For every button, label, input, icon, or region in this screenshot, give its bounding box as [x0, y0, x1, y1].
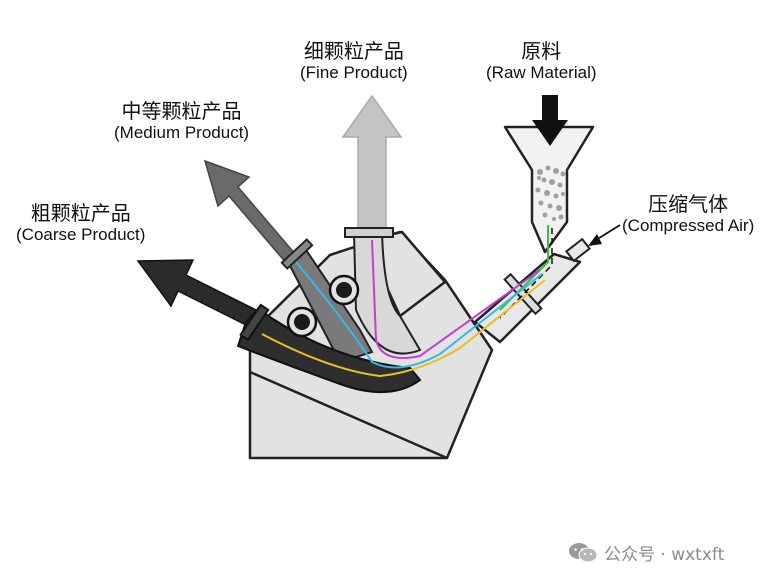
fine-stream — [371, 239, 541, 359]
compressed-air-label-zh: 压缩气体 — [648, 192, 729, 216]
medium-outlet-flange — [280, 238, 314, 270]
watermark-text: 公众号 · wxtxft — [604, 545, 725, 565]
compressed-air-arrowhead — [588, 234, 602, 246]
raw-material-arrow — [532, 95, 568, 146]
coarse-product-arrow — [136, 259, 260, 329]
compressed-air-label: 压缩气体 (Compressed Air) — [622, 193, 754, 236]
body-inner-edge — [249, 370, 448, 460]
coarse-product-label-en: (Coarse Product) — [16, 225, 146, 244]
fine-outlet-flange — [344, 227, 394, 238]
feed-hopper — [503, 125, 595, 254]
fine-product-label: 细颗粒产品 (Fine Product) — [300, 40, 408, 83]
raw-material-label-zh: 原料 — [521, 39, 562, 63]
medium-stream — [295, 261, 543, 369]
fine-outlet-pipe — [352, 231, 422, 355]
medium-product-label-en: (Medium Product) — [114, 123, 250, 142]
adjust-knob-upper-core — [336, 282, 352, 298]
wechat-icon — [569, 542, 598, 562]
air-nozzle — [565, 237, 591, 263]
raw-material-label-en: (Raw Material) — [486, 63, 597, 82]
coarse-product-label: 粗颗粒产品 (Coarse Product) — [16, 202, 145, 245]
medium-product-label: 中等颗粒产品 (Medium Product) — [114, 100, 249, 143]
medium-product-arrow — [203, 159, 298, 266]
watermark: 公众号 · wxtxft — [568, 540, 724, 565]
fine-product-arrow — [341, 94, 403, 233]
adjust-knob-lower-core — [294, 314, 310, 330]
raw-material-label: 原料 (Raw Material) — [486, 40, 597, 83]
coarse-outlet-pipe — [236, 307, 422, 394]
medium-product-label-zh: 中等颗粒产品 — [121, 99, 242, 123]
compressed-air-pointer — [595, 224, 621, 241]
feed-dashed-stream — [499, 228, 553, 319]
raw-material-particles — [535, 165, 566, 221]
fine-product-label-zh: 细颗粒产品 — [303, 39, 404, 63]
coarse-outlet-flange — [239, 303, 270, 342]
coarse-product-label-zh: 粗颗粒产品 — [30, 201, 131, 225]
compressed-air-label-en: (Compressed Air) — [622, 216, 755, 235]
coarse-stream — [261, 279, 546, 378]
fine-product-label-en: (Fine Product) — [300, 63, 408, 82]
